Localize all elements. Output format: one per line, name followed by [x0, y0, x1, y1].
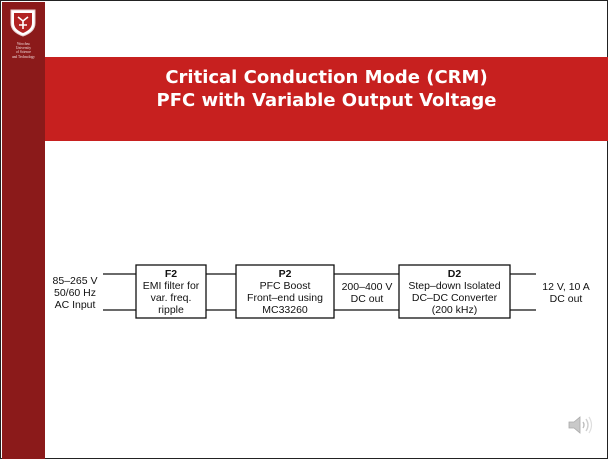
dc-output-label: 12 V, 10 A DC out	[542, 281, 590, 305]
block-p2-frame	[235, 264, 335, 319]
title-line-2: PFC with Variable Output Voltage	[156, 90, 497, 111]
title-line-1: Critical Conduction Mode (CRM)	[165, 67, 488, 88]
intermediate-dc-label: 200–400 V DC out	[341, 281, 393, 305]
block-d2-id: D2	[447, 268, 462, 280]
block-d2: D2 Step–down Isolated DC–DC Converter (2…	[399, 268, 510, 316]
university-name: Wrocław University of Science and Techno…	[12, 42, 35, 59]
ac-input-label: 85–265 V 50/60 Hz AC Input	[52, 275, 98, 311]
block-f2-id: F2	[164, 268, 178, 280]
university-crest-icon	[10, 9, 36, 37]
sidebar: Wrocław University of Science and Techno…	[2, 2, 45, 459]
block-f2: F2 EMI filter for var. freq. ripple	[136, 268, 206, 316]
speaker-icon[interactable]	[567, 413, 593, 437]
title-banner	[45, 57, 608, 141]
block-d2-frame	[398, 264, 511, 319]
block-p2: P2 PFC Boost Front–end using MC33260	[236, 268, 334, 316]
slide-title: Critical Conduction Mode (CRM) PFC with …	[45, 66, 608, 112]
block-f2-frame	[135, 264, 207, 319]
block-p2-id: P2	[278, 268, 292, 280]
